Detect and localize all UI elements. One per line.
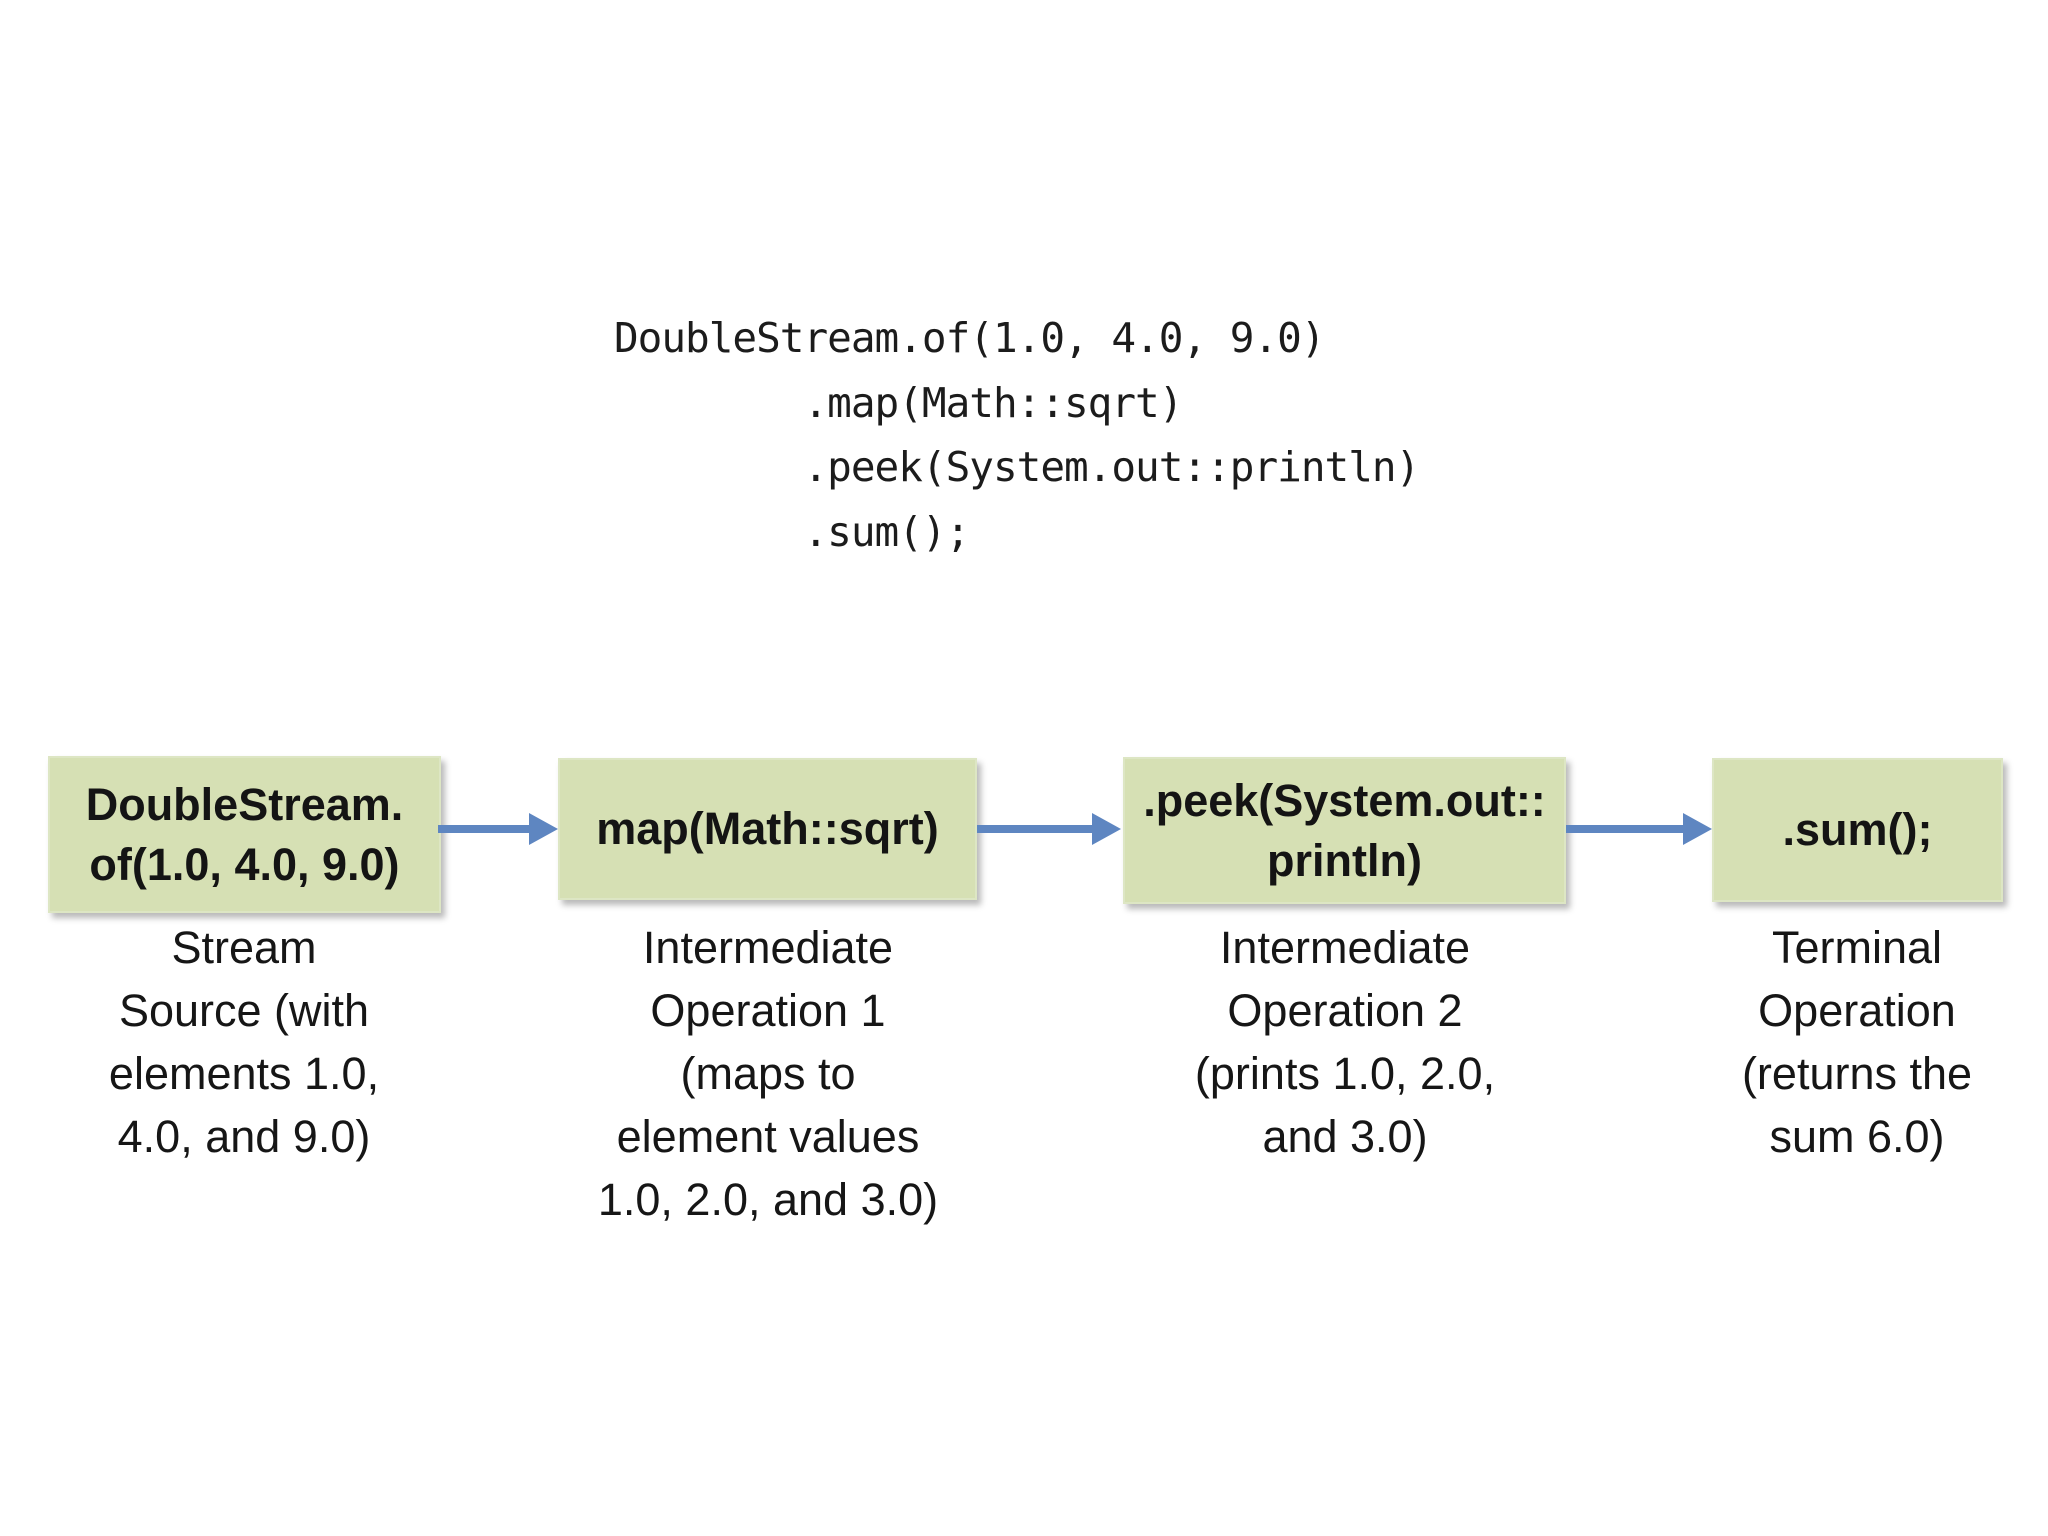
arrow-right-icon (1092, 813, 1121, 845)
stage-box-sum: .sum(); (1712, 758, 2003, 902)
arrow-shaft (977, 825, 1092, 833)
arrow-right-icon (1683, 813, 1712, 845)
stage-caption-peek: Intermediate Operation 2 (prints 1.0, 2.… (1194, 922, 1496, 1162)
flow-arrow-3 (1566, 813, 1712, 845)
stage-box-map: map(Math::sqrt) (558, 758, 977, 900)
flow-arrow-2 (977, 813, 1121, 845)
stage-caption-map: Intermediate Operation 1 (maps to elemen… (597, 922, 939, 1225)
flow-arrow-1 (438, 813, 558, 845)
stage-caption-sum: Terminal Operation (returns the sum 6.0) (1741, 922, 1973, 1162)
arrow-right-icon (529, 813, 558, 845)
arrow-shaft (1566, 825, 1683, 833)
stage-box-stream-source: DoubleStream. of(1.0, 4.0, 9.0) (48, 756, 441, 913)
java-code-snippet: DoubleStream.of(1.0, 4.0, 9.0) .map(Math… (614, 314, 1420, 556)
stage-box-peek: .peek(System.out:: println) (1123, 757, 1566, 904)
arrow-shaft (438, 825, 529, 833)
stage-caption-stream-source: Stream Source (with elements 1.0, 4.0, a… (108, 922, 380, 1162)
